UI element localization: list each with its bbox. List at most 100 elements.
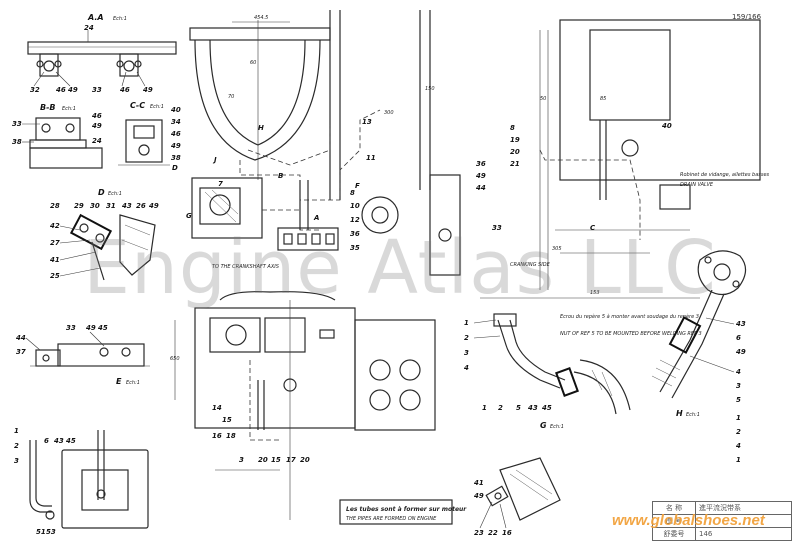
- view-cc-scale: Ech:1: [150, 104, 164, 110]
- view-g-scale: Ech:1: [550, 424, 564, 430]
- callout-c-11: 18: [226, 432, 236, 440]
- engine-central-view: 454.5 150 650: [170, 10, 436, 520]
- callout-aa-6: 46: [120, 86, 130, 94]
- view-aa-title: A.A: [87, 13, 104, 22]
- callout-g-4: 4: [464, 364, 469, 372]
- callout-r-9: 33: [492, 224, 502, 232]
- callout-h-2: 6: [736, 334, 741, 342]
- dim-3: 650: [170, 356, 180, 362]
- dim-8: 305: [552, 246, 562, 252]
- callout-bl-1: 1: [14, 427, 19, 435]
- callout-g-5: 5: [516, 404, 521, 412]
- dim-4: 300: [384, 110, 394, 116]
- view-e-title: E: [116, 377, 122, 386]
- weld-note-en: NUT OF REF 5 TO BE MOUNTED BEFORE WELDIN…: [560, 331, 702, 337]
- crank-note: TO THE CRANKSHAFT AXIS: [212, 264, 280, 270]
- callout-r-8: 44: [476, 184, 486, 192]
- callout-c-23: F: [355, 182, 360, 190]
- callout-d-1: 28: [50, 202, 60, 210]
- callout-r-1: 8: [510, 124, 515, 132]
- detail-bottom-mid: 41 49 23 22 16: [474, 457, 561, 537]
- view-cc-title: C-C: [130, 101, 145, 110]
- callout-c-20: D: [172, 164, 178, 172]
- title-block-value: 146: [695, 527, 792, 541]
- callout-r-10: C: [590, 224, 596, 232]
- view-bb: B-B Ech:1 33 38 46 49 24: [12, 103, 103, 169]
- view-d-title: D: [98, 188, 105, 197]
- callout-c-17: 36: [350, 230, 360, 238]
- callout-e-4: 44: [16, 334, 26, 342]
- callout-aa-7: 49: [143, 86, 153, 94]
- valve-note-en: DRAIN VALVE: [680, 182, 714, 188]
- callout-c-13: 20: [258, 456, 268, 464]
- callout-d-3: 30: [90, 202, 100, 210]
- callout-c-4: B: [278, 172, 283, 180]
- callout-bm-4: 22: [488, 529, 498, 537]
- tubes-note-fr: Les tubes sont à former sur moteur: [346, 506, 467, 513]
- callout-cc-3: 46: [171, 130, 181, 138]
- callout-h-8: 2: [736, 428, 741, 436]
- callout-e-1: 33: [66, 324, 76, 332]
- callout-g-3: 3: [464, 349, 469, 357]
- callout-h-9: 4: [736, 442, 741, 450]
- callout-cc-5: 38: [171, 154, 181, 162]
- callout-h-6: 5: [736, 396, 741, 404]
- callout-h-1: 43: [736, 320, 746, 328]
- callout-e-5: 37: [16, 348, 26, 356]
- dim-1: 454.5: [254, 15, 268, 21]
- view-h-scale: Ech:1: [686, 412, 700, 418]
- callout-bl-5: 43: [54, 437, 64, 445]
- callout-c-6: 8: [350, 189, 355, 197]
- dim-10: 85: [600, 96, 606, 102]
- title-block-key: 舒委号: [652, 527, 696, 541]
- view-g-title: G: [540, 421, 547, 430]
- tubes-note-en: THE PIPES ARE FORMED ON ENGINE: [346, 516, 437, 522]
- view-d-scale: Ech:1: [108, 191, 122, 197]
- view-h: H Ech:1 43 6 49 4 3 5 1 2 4 1: [651, 250, 747, 464]
- page-number: 159/166: [732, 13, 762, 21]
- callout-c-7: 7: [218, 180, 223, 188]
- view-cc: C-C Ech:1 40 34 46 49 38: [118, 101, 181, 166]
- callout-r-7: 49: [476, 172, 486, 180]
- view-e-scale: Ech:1: [126, 380, 140, 386]
- callout-e-3: 45: [98, 324, 108, 332]
- dim-7: 153: [590, 290, 600, 296]
- valve-note-fr: Robinet de vidange, ailettes basses: [680, 172, 770, 178]
- callout-bm-1: 41: [474, 479, 484, 487]
- callout-h-4: 4: [736, 368, 741, 376]
- callout-cc-1: 40: [171, 106, 181, 114]
- callout-bl-7: 51: [36, 528, 46, 536]
- callout-c-18: 35: [350, 244, 360, 252]
- callout-e-2: 49: [86, 324, 96, 332]
- callout-c-12: 3: [239, 456, 244, 464]
- callout-r-3: 20: [510, 148, 520, 156]
- view-e: E Ech:1 33 49 45 44 37: [16, 324, 150, 386]
- callout-c-9: 15: [222, 416, 232, 424]
- callout-c-14: 15: [271, 456, 281, 464]
- callout-bm-5: 16: [502, 529, 512, 537]
- callout-r-4: 21: [510, 160, 520, 168]
- callout-bb-4: 49: [92, 122, 102, 130]
- callout-c-1: 13: [362, 118, 372, 126]
- callout-r-2: 19: [510, 136, 520, 144]
- view-aa-scale: Ech:1: [113, 16, 127, 22]
- callout-aa-5: 33: [92, 86, 102, 94]
- callout-c-19: H: [258, 124, 264, 132]
- callout-d-6: 26: [136, 202, 146, 210]
- callout-h-5: 3: [736, 382, 741, 390]
- callout-aa-3: 46: [56, 86, 66, 94]
- callout-g-8: 1: [482, 404, 487, 412]
- callout-c-22: G: [186, 212, 192, 220]
- callout-g-9: 2: [498, 404, 503, 412]
- callout-bl-6: 45: [66, 437, 76, 445]
- callout-cc-2: 34: [171, 118, 181, 126]
- callout-d-9: 27: [50, 239, 60, 247]
- callout-g-1: 1: [464, 319, 469, 327]
- callout-bl-3: 3: [14, 457, 19, 465]
- view-bb-title: B-B: [40, 103, 56, 112]
- callout-d-10: 41: [50, 256, 60, 264]
- callout-h-3: 49: [736, 348, 746, 356]
- callout-c-3: 12: [350, 216, 360, 224]
- callout-bm-2: 49: [474, 492, 484, 500]
